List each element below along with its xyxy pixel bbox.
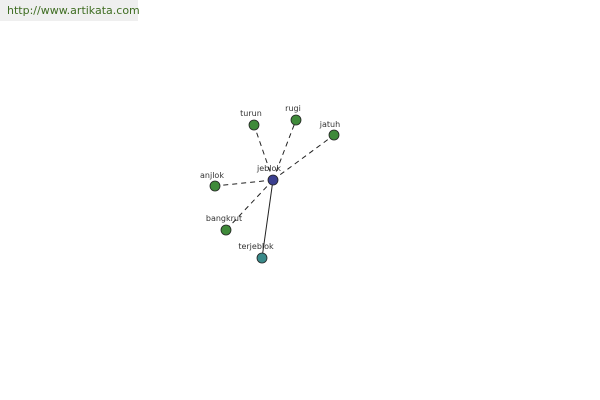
- node-terjeblok[interactable]: [256, 252, 268, 264]
- label-anjlok: anjlok: [200, 171, 224, 180]
- label-turun: turun: [240, 109, 262, 118]
- edge-turun: [253, 124, 274, 181]
- edge-jatuh: [272, 134, 335, 181]
- site-url[interactable]: http://www.artikata.com: [7, 4, 140, 17]
- label-terjeblok: terjeblok: [238, 242, 274, 251]
- label-rugi: rugi: [285, 104, 301, 113]
- edge-rugi: [272, 119, 297, 181]
- label-jatuh: jatuh: [319, 120, 340, 129]
- edge-anjlok: [214, 179, 274, 187]
- node-bangkrut[interactable]: [220, 224, 232, 236]
- node-rugi[interactable]: [290, 114, 302, 126]
- url-bar: http://www.artikata.com: [0, 0, 140, 21]
- edge-terjeblok: [261, 179, 274, 259]
- node-turun[interactable]: [248, 119, 260, 131]
- label-jeblok: jeblok: [256, 164, 281, 173]
- node-jatuh[interactable]: [328, 129, 340, 141]
- node-anjlok[interactable]: [209, 180, 221, 192]
- edge-bangkrut: [225, 179, 274, 231]
- label-bangkrut: bangkrut: [206, 214, 242, 223]
- node-jeblok[interactable]: [267, 174, 279, 186]
